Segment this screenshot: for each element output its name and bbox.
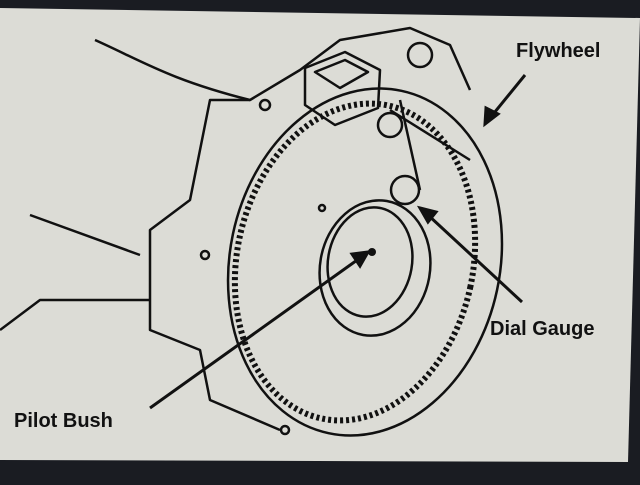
gauge-arm [389, 99, 471, 191]
pilot-recess [318, 199, 432, 337]
arrowhead [483, 105, 501, 128]
flywheel-arrow [488, 74, 527, 119]
bolt-hole [258, 98, 272, 112]
gauge-clamp [376, 111, 404, 139]
dial-gauge-label: Dial Gauge [490, 318, 595, 340]
pilot-bush-arrow [149, 256, 361, 410]
bolt-hole [279, 424, 291, 436]
gauge-mount-block [303, 50, 382, 127]
flywheel-label: Flywheel [516, 40, 601, 62]
pilot-recess-inner [326, 206, 414, 318]
paper-background [0, 8, 640, 462]
dial-gauge-arrow [426, 213, 524, 304]
flywheel-rim [226, 87, 504, 437]
arrowhead [349, 250, 371, 269]
pilot-bush-point [368, 248, 376, 256]
frame-lines [0, 213, 150, 331]
bellhousing-outline [148, 98, 281, 432]
pilot-bush-label: Pilot Bush [14, 410, 113, 432]
bolt-hole [406, 41, 434, 69]
block-top [313, 58, 370, 90]
bolt-hole [317, 203, 327, 213]
arrowhead [416, 205, 439, 225]
engine-block-outline [94, 26, 472, 102]
bolt-hole [199, 249, 211, 261]
ring-gear-teeth [231, 100, 479, 424]
